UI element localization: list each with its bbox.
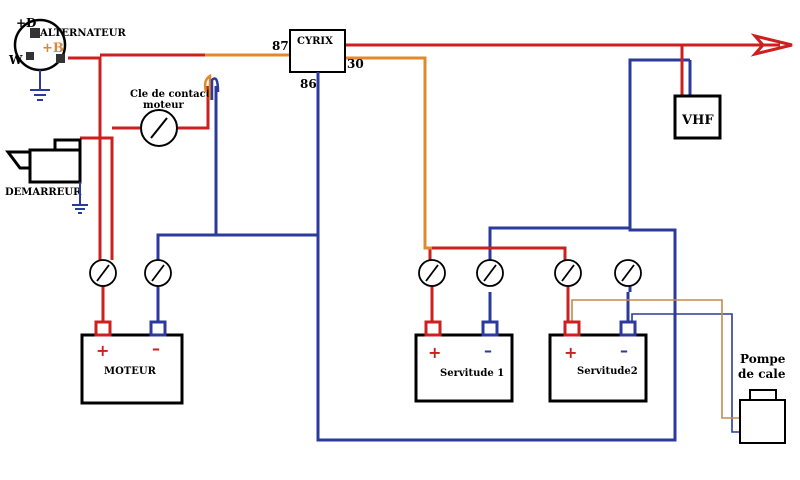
cyrix-pin-86: 86 xyxy=(300,77,317,91)
ignition-key-switch: Cle de contact moteur xyxy=(130,73,220,147)
alternator: ALTERNATEUR +D W +B xyxy=(8,16,126,101)
wire-orange-30 xyxy=(345,56,432,250)
ignition-label-line1: Cle de contact xyxy=(130,89,211,100)
alternator-terminal-w xyxy=(26,52,34,60)
isolator-switches xyxy=(89,259,642,287)
battery-serv2-pos-post xyxy=(563,320,581,337)
isolator-switch-icon xyxy=(144,259,172,287)
battery-serv1: + – Servitude 1 xyxy=(414,320,514,403)
cyrix-label: CYRIX xyxy=(297,36,333,47)
isolator-switch-icon xyxy=(418,259,446,287)
positive-wires xyxy=(68,43,780,322)
pump-body xyxy=(739,399,786,444)
vhf-box xyxy=(673,94,722,140)
battery-serv1-label: Servitude 1 xyxy=(440,368,504,379)
battery-serv2: + – Servitude2 xyxy=(548,320,648,403)
wire-pos-serv-link xyxy=(428,246,567,260)
wire-pos-ignition-out xyxy=(178,86,210,130)
bilge-pump: Pompe de cale xyxy=(738,352,786,444)
alternator-w-label: W xyxy=(8,53,23,67)
alternator-b-label: +B xyxy=(42,41,64,56)
wire-neg-bus-top xyxy=(156,58,690,442)
battery-engine-neg-post xyxy=(149,320,167,337)
battery-serv2-label: Servitude2 xyxy=(577,366,638,377)
ground-icon xyxy=(30,89,50,101)
isolator-switch-icon xyxy=(554,259,582,287)
alternator-terminal-b xyxy=(56,54,65,63)
starter-pinion xyxy=(5,150,32,170)
battery-serv1-neg-post xyxy=(481,320,499,337)
vhf-radio: VHF xyxy=(673,94,722,140)
isolator-switch-icon xyxy=(89,259,117,287)
battery-engine-pos-post xyxy=(94,320,112,337)
alternator-label: ALTERNATEUR xyxy=(39,28,126,39)
battery-serv1-body xyxy=(414,333,514,403)
starter-label: DEMARREUR xyxy=(5,187,82,198)
wire-brown-pump xyxy=(571,299,740,419)
ground-icon xyxy=(72,204,88,214)
pump-label-line2: de cale xyxy=(738,367,786,381)
pump-label-line1: Pompe xyxy=(740,352,786,366)
battery-engine-body xyxy=(80,333,184,405)
battery-serv2-body xyxy=(548,333,648,403)
starter-body xyxy=(28,148,82,184)
battery-engine-label: MOTEUR xyxy=(104,366,157,377)
battery-engine-plus: + xyxy=(96,341,109,360)
ignition-terminal-neg xyxy=(210,77,220,100)
arrow-right-icon xyxy=(750,33,793,57)
isolator-switch-icon xyxy=(476,259,504,287)
ignition-label-line2: moteur xyxy=(143,100,185,111)
wire-pos-starter xyxy=(80,136,114,260)
battery-engine-minus: – xyxy=(152,339,160,358)
cyrix-relay: CYRIX 87 30 86 xyxy=(272,29,364,235)
battery-serv1-plus: + xyxy=(428,343,441,362)
battery-serv2-minus: – xyxy=(620,341,628,360)
battery-serv1-minus: – xyxy=(484,341,492,360)
cyrix-pin-87: 87 xyxy=(272,39,289,53)
battery-engine: + – MOTEUR xyxy=(80,320,184,405)
battery-serv1-pos-post xyxy=(424,320,442,337)
cyrix-pin-30: 30 xyxy=(347,57,364,71)
isolator-switch-icon xyxy=(614,259,642,287)
alternator-terminal-d xyxy=(30,28,40,38)
wire-neg-serv-link xyxy=(488,226,630,260)
battery-serv2-neg-post xyxy=(619,320,637,337)
wire-pos-alternator xyxy=(68,56,102,260)
wire-neg-pump xyxy=(631,313,740,433)
starter: DEMARREUR xyxy=(5,138,88,214)
ignition-terminal-pos xyxy=(203,73,212,100)
alternator-d-label: +D xyxy=(16,16,36,30)
vhf-label: VHF xyxy=(681,113,714,128)
battery-serv2-plus: + xyxy=(564,343,577,362)
